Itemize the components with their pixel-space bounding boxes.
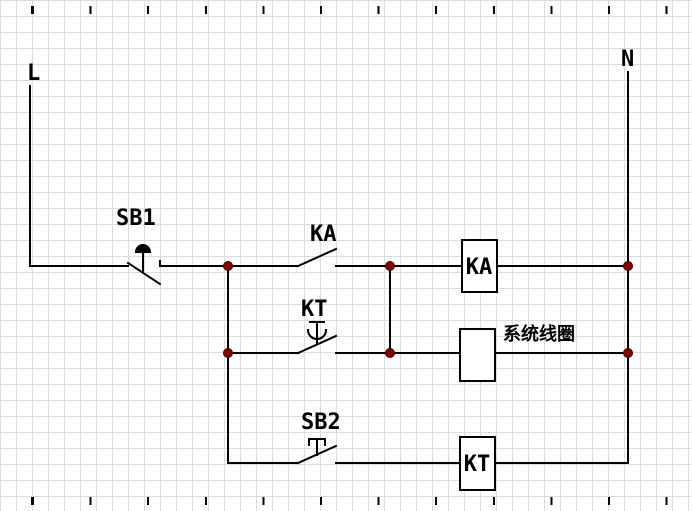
system-coil-box — [459, 328, 496, 382]
junction-dot — [623, 348, 633, 358]
system-coil-label: 系统线圈 — [503, 323, 575, 345]
ruler-tick-marks-bottom — [0, 497, 692, 505]
junction-dot — [223, 348, 233, 358]
sb2-no-pushbutton-icon — [296, 438, 338, 465]
kt-delay-arc — [306, 328, 328, 340]
sb2-label: SB2 — [301, 410, 341, 435]
kt-coil-box — [459, 436, 496, 491]
rail-label-l: L — [27, 61, 40, 86]
sb1-button-cap — [134, 244, 152, 253]
ka-contact-bar — [296, 247, 338, 268]
kt-coil-label: KT — [464, 452, 491, 477]
junction-dot — [385, 261, 395, 271]
ruler-tick-marks-top — [0, 6, 692, 14]
junction-dots — [223, 261, 633, 358]
sb1-label: SB1 — [116, 206, 156, 231]
kt-contact-label: KT — [301, 297, 328, 322]
sb1-nc-pushbutton-icon — [126, 244, 162, 286]
wires-group — [29, 71, 629, 491]
ka-contact-icon — [296, 247, 338, 268]
junction-dot — [385, 348, 395, 358]
kt-time-delay-contact-icon — [296, 321, 338, 355]
rail-label-n: N — [621, 47, 634, 72]
junction-dot — [623, 261, 633, 271]
labels-group: L N SB1 KA KT SB2 KA KT 系统线圈 — [27, 47, 634, 477]
ka-contact-label: KA — [310, 222, 337, 247]
wire-l-rail — [29, 85, 129, 267]
junction-dot — [223, 261, 233, 271]
ka-coil-label: KA — [466, 255, 493, 280]
sb1-contact-bar — [126, 261, 162, 286]
